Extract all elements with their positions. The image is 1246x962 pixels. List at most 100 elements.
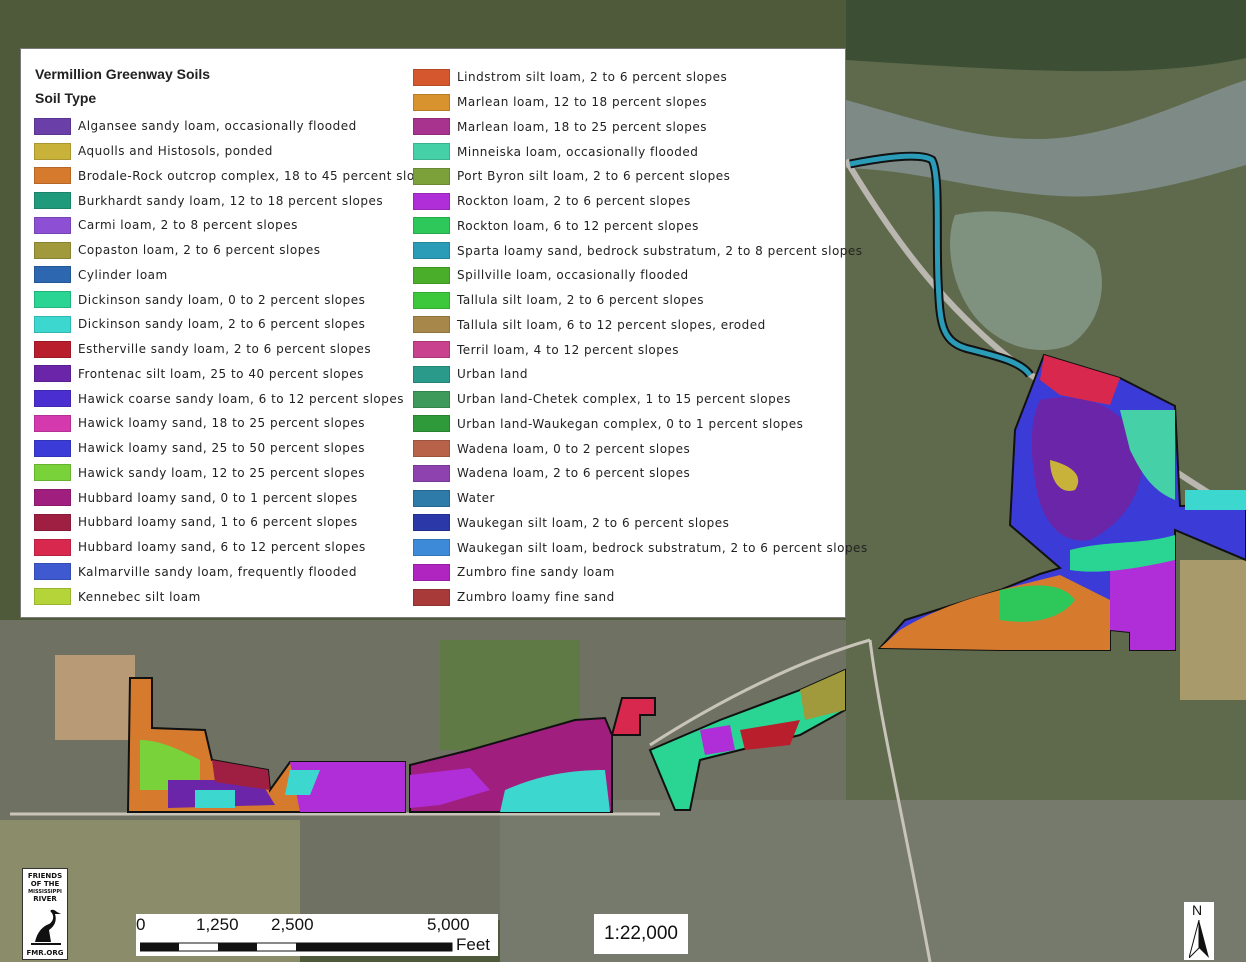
river-channel [846,80,1246,197]
scale-tick-label: 5,000 [427,915,470,934]
organization-logo: FRIENDS OF THE MISSISSIPPI RIVER FMR.ORG [22,868,68,960]
legend-label: Waukegan silt loam, 2 to 6 percent slope… [457,515,730,530]
field-east [1180,560,1246,700]
scale-units: Feet [456,935,491,954]
legend-panel: Vermillion Greenway Soils Soil Type Alga… [20,48,867,618]
legend-label: Estherville sandy loam, 2 to 6 percent s… [78,342,372,357]
soil-purple-east [1031,397,1143,541]
soil-red-west [212,760,270,790]
logo-text: FMR.ORG [26,949,64,957]
legend-swatch [413,68,450,86]
greenway-trail-fill [849,153,1033,377]
legend-label: Kennebec silt loam [78,589,201,604]
legend-swatch [413,291,450,309]
soil-green-south-east [1000,585,1075,622]
legend-label: Terril loam, 4 to 12 percent slopes [457,342,680,357]
legend-swatch [34,266,71,284]
lake [950,211,1102,351]
legend-swatch [34,117,71,135]
legend-label: Wadena loam, 0 to 2 percent slopes [457,441,691,456]
legend-label: Urban land [457,367,529,382]
legend-swatch [34,216,71,234]
legend-label: Lindstrom silt loam, 2 to 6 percent slop… [457,70,728,85]
legend-item: Hawick loamy sand, 18 to 25 percent slop… [34,411,437,436]
soil-aqua-east [1120,410,1175,500]
legend-label: Hawick loamy sand, 18 to 25 percent slop… [78,416,365,431]
legend-swatch [413,464,450,482]
north-arrow: N [1184,902,1214,960]
legend-swatch [413,539,450,557]
logo-text: RIVER [33,895,57,903]
legend-swatch [34,538,71,556]
logo-text: MISSISSIPPI [28,889,62,895]
legend-label: Burkhardt sandy loam, 12 to 18 percent s… [78,193,384,208]
scale-tick-label: 1,250 [196,915,239,934]
legend-item: Waukegan silt loam, 2 to 6 percent slope… [413,511,868,536]
soil-red-east [1040,355,1120,405]
legend-swatch [413,118,450,136]
legend-swatch [413,489,450,507]
legend-item: Burkhardt sandy loam, 12 to 18 percent s… [34,188,437,213]
legend-swatch [413,563,450,581]
legend-item: Wadena loam, 2 to 6 percent slopes [413,461,868,486]
legend-label: Frontenac silt loam, 25 to 40 percent sl… [78,366,364,381]
legend-item: Waukegan silt loam, bedrock substratum, … [413,535,868,560]
soil-purple-middle [700,725,735,755]
soil-cyan-east [1185,490,1246,510]
legend-label: Dickinson sandy loam, 0 to 2 percent slo… [78,292,366,307]
legend-item: Copaston loam, 2 to 6 percent slopes [34,238,437,263]
soil-cyan-central [500,770,610,812]
river-backwater [846,0,1246,72]
legend-label: Hawick loamy sand, 25 to 50 percent slop… [78,441,365,456]
legend-item: Rockton loam, 2 to 6 percent slopes [413,189,868,214]
legend-item: Brodale-Rock outcrop complex, 18 to 45 p… [34,164,437,189]
legend-swatch [34,315,71,333]
soil-olive-middle [800,670,845,720]
legend-swatch [413,93,450,111]
legend-swatch [413,514,450,532]
legend-swatch [34,291,71,309]
legend-swatch [34,439,71,457]
legend-item: Hawick coarse sandy loam, 6 to 12 percen… [34,386,437,411]
legend-swatch [34,390,71,408]
legend-label: Brodale-Rock outcrop complex, 18 to 45 p… [78,168,438,183]
legend-item: Dickinson sandy loam, 0 to 2 percent slo… [34,287,437,312]
legend-swatch [34,464,71,482]
legend-swatch [34,365,71,383]
legend-item: Tallula silt loam, 6 to 12 percent slope… [413,313,868,338]
legend-label: Hawick sandy loam, 12 to 25 percent slop… [78,465,365,480]
legend-item: Port Byron silt loam, 2 to 6 percent slo… [413,164,868,189]
quarry [55,655,135,740]
legend-label: Sparta loamy sand, bedrock substratum, 2… [457,243,863,258]
scale-ratio: 1:22,000 [594,914,688,954]
legend-item: Hubbard loamy sand, 0 to 1 percent slope… [34,485,437,510]
legend-swatch [34,340,71,358]
legend-label: Rockton loam, 2 to 6 percent slopes [457,194,691,209]
legend-label: Wadena loam, 2 to 6 percent slopes [457,466,691,481]
legend-swatch [413,266,450,284]
legend-swatch [34,563,71,581]
legend-title: Vermillion Greenway Soils [35,66,211,82]
legend-item: Kennebec silt loam [34,584,437,609]
legend-item: Algansee sandy loam, occasionally floode… [34,114,437,139]
legend-label: Hawick coarse sandy loam, 6 to 12 percen… [78,391,405,406]
legend-swatch [34,513,71,531]
legend-item: Carmi loam, 2 to 8 percent slopes [34,213,437,238]
soil-cyan-west-2 [195,790,235,808]
legend-label: Rockton loam, 6 to 12 percent slopes [457,218,699,233]
legend-item: Cylinder loam [34,263,437,288]
legend-swatch [34,588,71,606]
soil-magenta-central [410,768,490,808]
legend-label: Tallula silt loam, 6 to 12 percent slope… [457,317,766,332]
legend-item: Water [413,486,868,511]
legend-item: Frontenac silt loam, 25 to 40 percent sl… [34,362,437,387]
legend-label: Urban land-Waukegan complex, 0 to 1 perc… [457,416,804,431]
legend-column-2: Lindstrom silt loam, 2 to 6 percent slop… [413,65,868,610]
legend-swatch [413,192,450,210]
legend-label: Aquolls and Histosols, ponded [78,144,273,159]
legend-swatch [34,489,71,507]
scale-bar-graphic [140,942,453,952]
legend-swatch [34,192,71,210]
legend-label: Kalmarville sandy loam, frequently flood… [78,564,358,579]
legend-label: Tallula silt loam, 2 to 6 percent slopes [457,293,704,308]
